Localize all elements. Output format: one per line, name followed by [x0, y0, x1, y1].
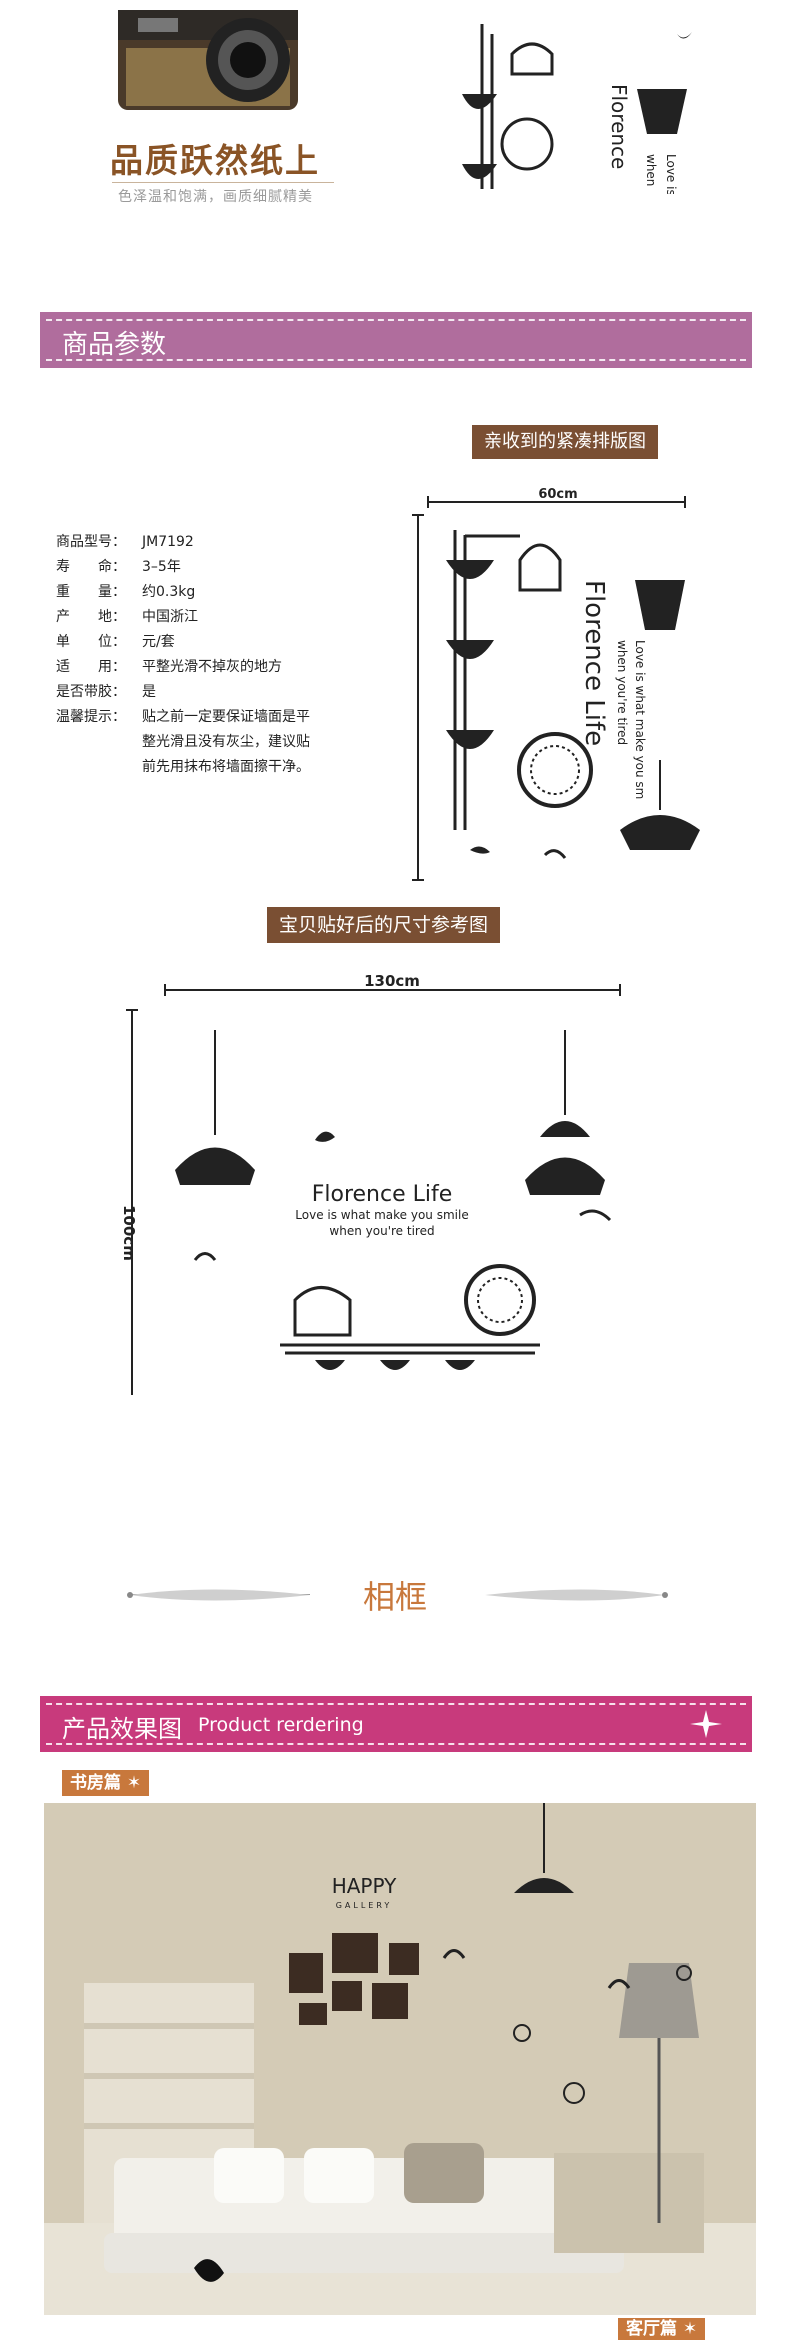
after-art-title: Florence Life: [312, 1182, 453, 1207]
params-band-title: 商品参数: [62, 330, 167, 360]
params-list: 商品型号：JM7192 寿 命：3–5年 重 量：约0.3kg 产 地：中国浙江…: [56, 530, 386, 780]
living-room-tag: 客厅篇 ✶: [618, 2318, 706, 2340]
layout-width-label: 60cm: [538, 487, 577, 502]
room-photo: HAPPY GALLERY: [44, 1803, 756, 2315]
study-room-tag: 书房篇 ✶: [62, 1770, 150, 1796]
after-width-label: 130cm: [364, 975, 420, 990]
param-row: 适 用：平整光滑不掉灰的地方: [56, 659, 282, 675]
effect-band-title: 产品效果图: [62, 1715, 182, 1743]
after-tag: 宝贝贴好后的尺寸参考图: [267, 907, 501, 943]
after-install-diagram: 130cm 100cm Florence Life Love is what m…: [120, 975, 621, 1395]
layout-art-title: Florence Life: [579, 580, 609, 746]
living-room-label: 客厅篇: [626, 2319, 677, 2339]
room-gallery-text: GALLERY: [336, 1901, 393, 1910]
ornament-right-swash: [485, 1589, 668, 1601]
param-row: 商品型号：JM7192: [56, 534, 194, 550]
param-row: 寿 命：3–5年: [56, 559, 181, 575]
after-art-line1: Love is what make you smile: [295, 1208, 468, 1222]
effect-band-subtitle: Product rerdering: [198, 1714, 364, 1736]
thumb-florence-text: Florence: [607, 84, 631, 169]
product-thumbnail: Florence Love is when: [462, 24, 692, 194]
layout-height-label: 90cm: [410, 680, 411, 719]
star-icon: [690, 1710, 722, 1738]
sparkle-icon: ✶: [126, 1773, 142, 1793]
layout-tag: 亲收到的紧凑排版图: [472, 425, 658, 459]
params-band: 商品参数: [40, 312, 752, 368]
param-row: 温馨提示：贴之前一定要保证墙面是平整光滑且没有灰尘，建议贴前先用抹布将墙面擦干净…: [56, 709, 310, 775]
thumb-when-text: when: [644, 154, 658, 186]
camera-image: [118, 10, 298, 110]
param-row: 产 地：中国浙江: [56, 609, 198, 625]
param-row: 是否带胶：是: [56, 684, 156, 700]
room-happy-text: HAPPY: [332, 1874, 397, 1898]
param-row: 单 位：元/套: [56, 634, 175, 650]
effect-band: 产品效果图 Product rerdering: [40, 1696, 752, 1752]
param-row: 重 量：约0.3kg: [56, 584, 196, 600]
study-room-label: 书房篇: [70, 1773, 121, 1793]
quality-divider: [112, 182, 334, 183]
after-height-label: 100cm: [120, 1205, 138, 1261]
layout-art-line1: Love is what make you sm: [633, 640, 647, 799]
frame-section-title: 相框: [362, 1578, 427, 1616]
thumb-love-text: Love is: [664, 154, 678, 194]
ornament-left-swash: [127, 1589, 310, 1601]
quality-title: 品质跃然纸上: [110, 141, 320, 180]
after-art-line2: when you're tired: [329, 1224, 434, 1238]
sparkle-icon: ✶: [682, 2319, 698, 2339]
layout-art-line2: when you're tired: [615, 640, 629, 745]
quality-subtitle: 色泽温和饱满，画质细腻精美: [118, 189, 313, 205]
layout-diagram: 60cm 90cm Florence Life Love is what mak…: [410, 487, 700, 881]
